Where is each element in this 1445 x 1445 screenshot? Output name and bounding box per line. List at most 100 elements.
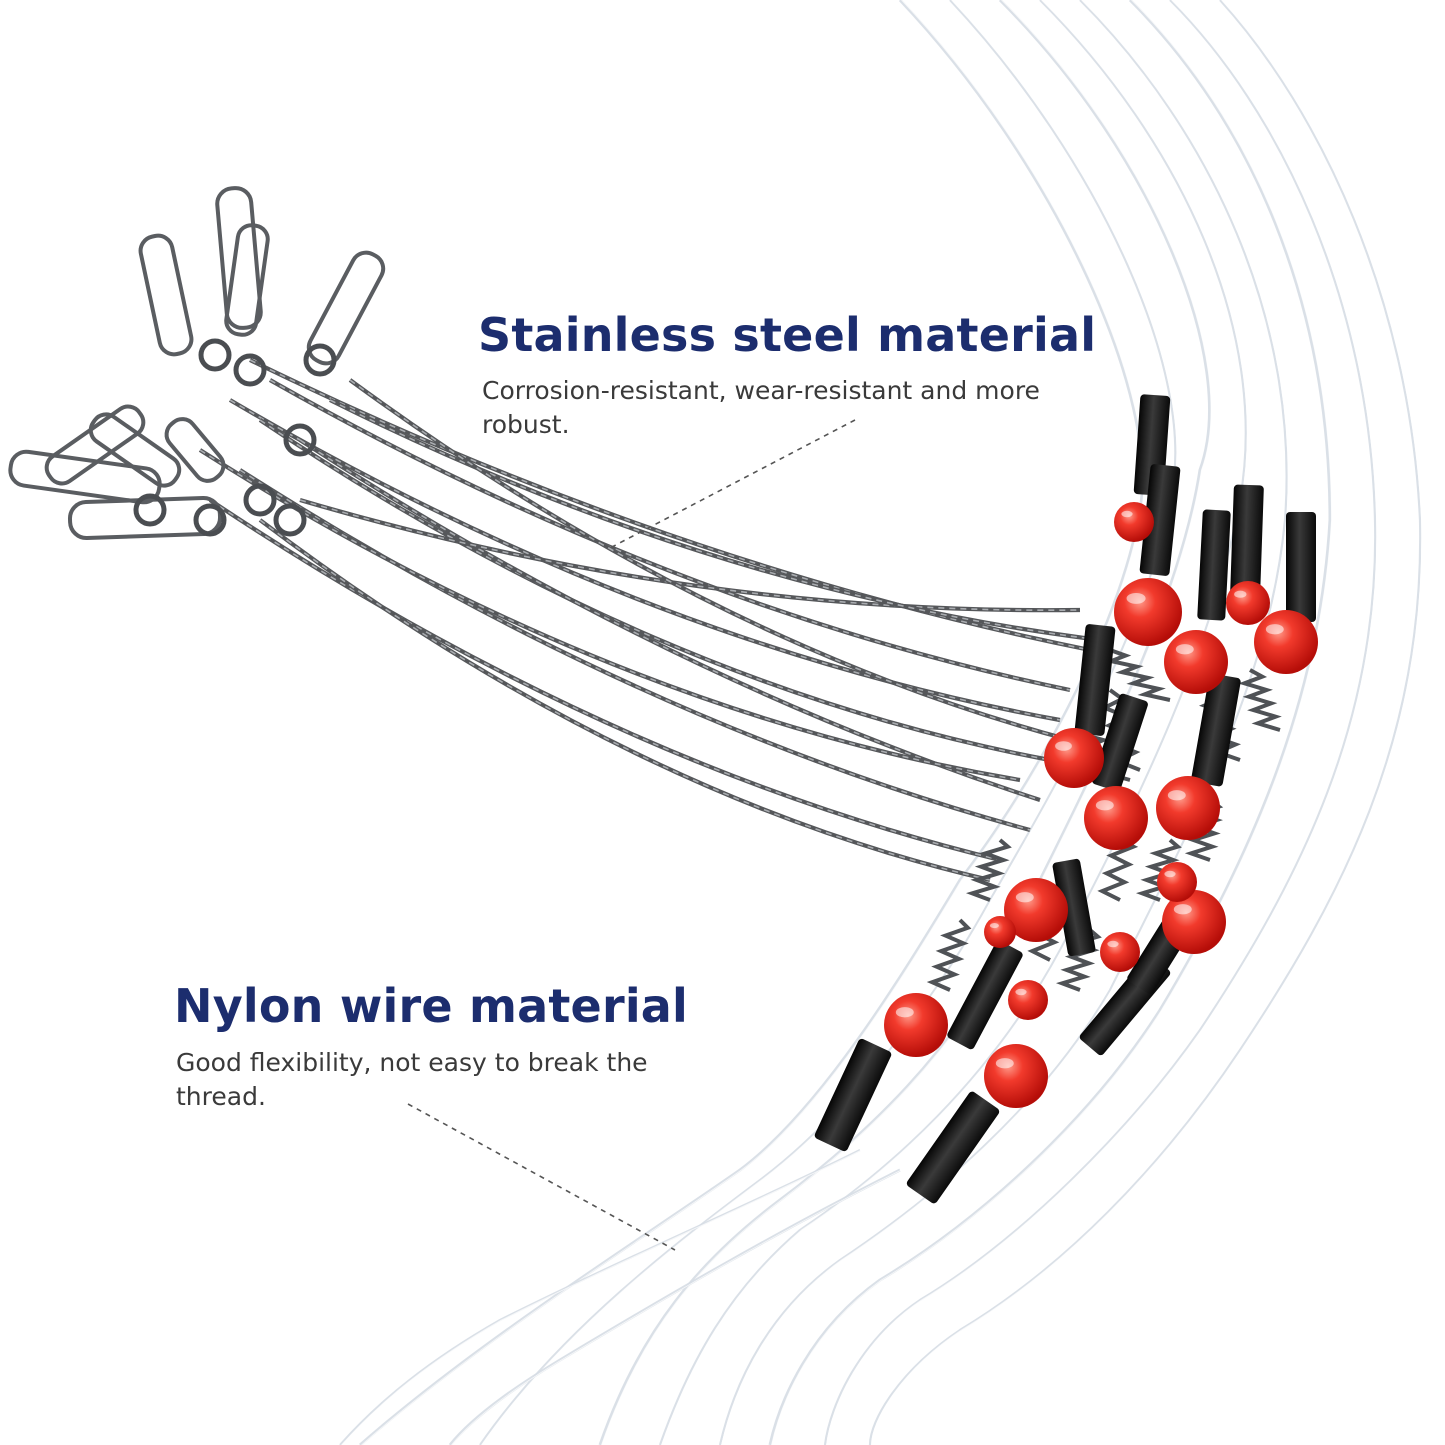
- nylon-line-highlight: [481, 0, 1178, 1445]
- crimp-sleeve: [1230, 484, 1264, 596]
- bead-highlight: [1164, 870, 1176, 878]
- bead-highlight: [1055, 741, 1072, 751]
- bead-highlight: [1173, 904, 1192, 915]
- nylon-line: [448, 1168, 901, 1445]
- bead-highlight: [1107, 940, 1119, 948]
- snap-clip: [138, 233, 194, 357]
- nylon-line: [823, 0, 1377, 1445]
- red-bead: [1008, 980, 1048, 1020]
- steel-callout-line: [609, 419, 856, 549]
- crimp-sleeve: [1139, 464, 1181, 576]
- crimp-sleeve: [1074, 624, 1116, 736]
- nylon-feature-description: Good flexibility, not easy to break the …: [176, 1048, 648, 1111]
- swivel-ring: [193, 503, 227, 537]
- bead-highlight: [1095, 800, 1114, 811]
- crimp-sleeve: [1191, 673, 1241, 787]
- nylon-line: [658, 0, 1247, 1445]
- steel-wire-twist: [299, 439, 1041, 801]
- steel-wire-twist: [229, 399, 1061, 721]
- nylon-line: [868, 0, 1422, 1445]
- red-bead: [1164, 630, 1228, 694]
- nylon-line: [598, 0, 1211, 1445]
- steel-wire-twist: [269, 379, 1071, 691]
- snap-clip: [67, 495, 223, 541]
- steel-wire-twist: [259, 419, 1051, 761]
- nylon-line-highlight: [341, 1149, 862, 1445]
- spring-coil: [1104, 648, 1171, 702]
- steel-wire-twist: [249, 359, 1091, 651]
- crimp-sleeve: [814, 1038, 892, 1152]
- nylon-line: [339, 1149, 861, 1445]
- nylon-line-highlight: [771, 0, 1332, 1445]
- red-bead: [1157, 862, 1197, 902]
- bead-highlight: [1015, 892, 1034, 903]
- nylon-line: [359, 0, 1145, 1445]
- bead-highlight: [1265, 624, 1284, 635]
- crimp-sleeve: [1052, 858, 1096, 957]
- swivel-ring: [303, 343, 337, 377]
- snap-clip: [306, 250, 386, 366]
- red-bead: [1114, 578, 1182, 646]
- steel-wire-twist: [259, 519, 991, 881]
- bead-highlight: [1015, 988, 1027, 996]
- crimp-sleeve: [1286, 512, 1316, 622]
- swivel-ring: [273, 503, 307, 537]
- crimp-sleeve: [906, 1091, 1000, 1204]
- swivel-ring: [243, 483, 277, 517]
- snap-clip: [224, 223, 270, 337]
- nylon-line: [768, 0, 1332, 1445]
- swivel-ring: [233, 353, 267, 387]
- spring-coil: [926, 918, 972, 992]
- steel-wire-twist: [199, 449, 1021, 781]
- steel-wire: [258, 418, 1051, 763]
- red-bead: [1156, 776, 1220, 840]
- bead-highlight: [1175, 644, 1194, 655]
- steel-wire-twist: [299, 499, 1081, 612]
- nylon-line-highlight: [871, 0, 1423, 1445]
- crimp-sleeve: [1197, 509, 1231, 621]
- nylon-line-highlight: [661, 0, 1248, 1445]
- nylon-line-highlight: [451, 1169, 902, 1445]
- nylon-line-highlight: [826, 0, 1378, 1445]
- snap-clip: [44, 404, 146, 486]
- bead-highlight: [989, 923, 999, 929]
- red-beads: [884, 502, 1318, 1108]
- red-bead: [1084, 786, 1148, 850]
- steel-feature-description: Corrosion-resistant, wear-resistant and …: [482, 376, 1040, 439]
- bead-highlight: [1126, 592, 1146, 604]
- bead-highlight: [895, 1007, 914, 1018]
- spring-coil: [965, 838, 1012, 902]
- spring-coil: [1238, 668, 1282, 732]
- snap-swivels: [8, 186, 386, 541]
- nylon-line-highlight: [361, 0, 1145, 1445]
- steel-wire: [198, 448, 1021, 783]
- crimp-sleeves: [814, 394, 1316, 1204]
- swivel-ring: [198, 338, 232, 372]
- red-bead: [1254, 610, 1318, 674]
- bead-highlight: [1121, 510, 1133, 518]
- bead-highlight: [1234, 590, 1247, 598]
- swivel-ring: [283, 423, 317, 457]
- steel-wire-twist: [329, 399, 1101, 641]
- crimp-sleeve: [1092, 693, 1148, 792]
- steel-feature-title: Stainless steel material: [478, 308, 1097, 362]
- red-bead: [1100, 932, 1140, 972]
- spring-coil: [1135, 838, 1182, 902]
- snap-clip: [164, 417, 226, 483]
- nylon-line: [479, 0, 1177, 1445]
- nylon-feature-title: Nylon wire material: [174, 979, 689, 1033]
- snap-clip: [215, 186, 263, 330]
- red-bead: [1226, 581, 1270, 625]
- nylon-callout-line: [407, 1103, 676, 1251]
- red-bead: [984, 916, 1016, 948]
- swivel-ring: [133, 493, 167, 527]
- bead-highlight: [1167, 790, 1186, 801]
- bead-highlight: [995, 1058, 1014, 1069]
- red-bead: [1114, 502, 1154, 542]
- steel-wires: [198, 358, 1101, 883]
- snap-clip: [88, 412, 182, 488]
- red-bead: [884, 993, 948, 1057]
- snap-clip: [8, 449, 162, 505]
- steel-wire-twist: [209, 499, 1001, 861]
